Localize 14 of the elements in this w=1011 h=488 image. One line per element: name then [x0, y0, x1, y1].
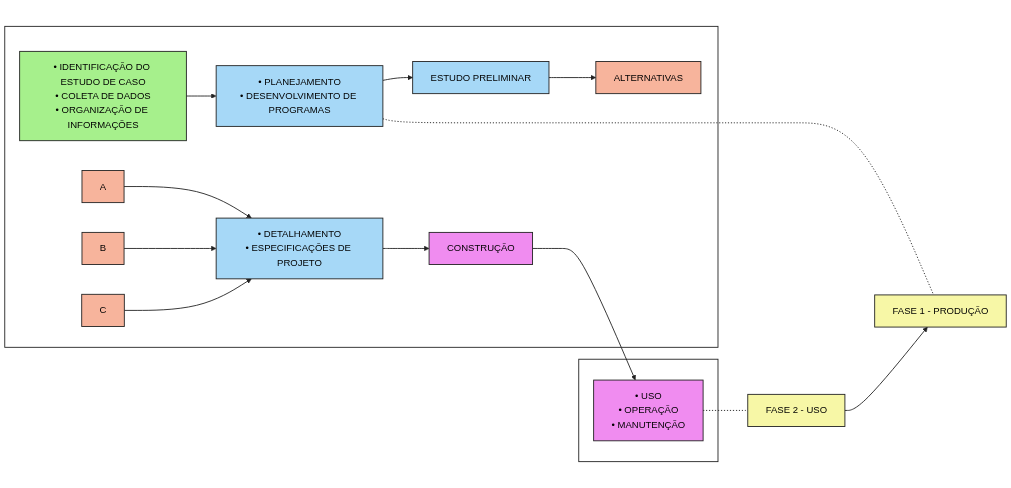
- node-box: A: [81, 170, 125, 204]
- node-box: ALTERNATIVAS: [595, 61, 702, 95]
- node-box: B: [81, 231, 125, 265]
- node-box: FASE 1 - PRODUÇÃO: [874, 294, 1007, 328]
- node-box: FASE 2 - USO: [747, 393, 846, 427]
- node-box: CONSTRUÇÃO: [428, 231, 533, 265]
- node-box: • IDENTIFICAÇÃO DO ESTUDO DE CASO • COLETA DE DADOS • ORGANIZAÇÃO DE INFORMAÇÕES: [19, 50, 187, 142]
- node-box: ESTUDO PRELIMINAR: [412, 61, 550, 95]
- node-box: • PLANEJAMENTO • DESENVOLVIMENTO DE PROGRAMAS: [215, 65, 384, 127]
- node-box: C: [81, 293, 125, 327]
- node-box: • DETALHAMENTO • ESPECIFICAÇÕES DE PROJETO: [215, 217, 384, 280]
- cluster: [4, 25, 719, 348]
- node-box: • USO • OPERAÇÃO • MANUTENÇÃO: [593, 379, 704, 442]
- cluster: [578, 358, 719, 463]
